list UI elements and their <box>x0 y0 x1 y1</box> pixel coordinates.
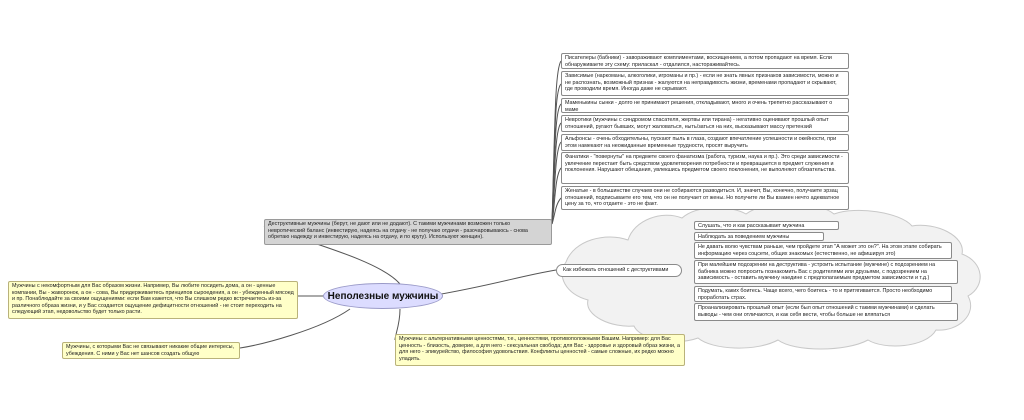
avoid-child-6-text: Проанализировать прошлый опыт (если был … <box>698 305 935 318</box>
destructive-child-5[interactable]: Альфонсы - очень обходительны, пускают п… <box>561 134 849 151</box>
discomfort-lifestyle-node[interactable]: Мужчины с некомфортным для Вас образом ж… <box>8 281 298 319</box>
avoid-child-4[interactable]: При малейшем подозрении на деструктива -… <box>694 260 958 284</box>
link-root-interests <box>239 308 351 349</box>
destructive-child-1-text: Писателеры (бабники) - завораживают комп… <box>565 55 832 68</box>
destructive-child-6-text: Фанатики - "повернуты" на предмете своег… <box>565 154 843 174</box>
avoid-child-3-text: Не давать волю чувствам раньше, чем прой… <box>698 244 942 257</box>
destructive-child-5-text: Альфонсы - очень обходительны, пускают п… <box>565 136 837 149</box>
destructive-child-3-text: Маменькины сынки - долго не принимают ре… <box>565 100 833 113</box>
destructive-men-node[interactable]: Деструктивные мужчины (берут, не дают ил… <box>264 219 552 245</box>
discomfort-lifestyle-text: Мужчины с некомфортным для Вас образом ж… <box>12 283 294 316</box>
central-topic-label: Неполезные мужчины <box>327 290 439 302</box>
avoid-child-4-text: При малейшем подозрении на деструктива -… <box>698 262 936 282</box>
avoid-child-5[interactable]: Подумать, каких боитесь. Чаще всего, чег… <box>694 286 952 302</box>
destructive-child-3[interactable]: Маменькины сынки - долго не принимают ре… <box>561 98 849 113</box>
link-hub-child-6 <box>551 167 562 225</box>
alternative-values-node[interactable]: Мужчины с альтернативными ценностями, т.… <box>395 334 685 366</box>
avoid-child-1[interactable]: Слушать, что и как рассказывает мужчина <box>694 221 839 230</box>
avoid-child-2-text: Наблюдать за поведением мужчины <box>698 234 790 240</box>
destructive-child-7-text: Женатые - в большинстве случаев они не с… <box>565 188 840 208</box>
destructive-child-2-text: Зависимые (наркоманы, алкоголики, игрома… <box>565 73 839 93</box>
alternative-values-text: Мужчины с альтернативными ценностями, т.… <box>399 336 681 362</box>
destructive-child-7[interactable]: Женатые - в большинстве случаев они не с… <box>561 186 849 210</box>
no-common-interests-node[interactable]: Мужчины, с которыми Вас не связывают ник… <box>62 342 240 359</box>
link-hub-child-7 <box>551 197 562 225</box>
avoid-child-2[interactable]: Наблюдать за поведением мужчины <box>694 232 824 241</box>
destructive-men-text: Деструктивные мужчины (берут, не дают ил… <box>268 221 528 241</box>
avoid-child-3[interactable]: Не давать волю чувствам раньше, чем прой… <box>694 242 952 259</box>
destructive-child-2[interactable]: Зависимые (наркоманы, алкоголики, игрома… <box>561 71 849 96</box>
no-common-interests-text: Мужчины, с которыми Вас не связывают ник… <box>66 344 235 358</box>
destructive-child-6[interactable]: Фанатики - "повернуты" на предмете своег… <box>561 152 849 184</box>
avoid-destructive-text: Как избежать отношений с деструктивами <box>563 267 669 273</box>
avoid-child-6[interactable]: Проанализировать прошлый опыт (если был … <box>694 303 958 321</box>
avoid-child-5-text: Подумать, каких боитесь. Чаще всего, чег… <box>698 288 933 301</box>
destructive-child-1[interactable]: Писателеры (бабники) - завораживают комп… <box>561 53 849 69</box>
avoid-destructive-node[interactable]: Как избежать отношений с деструктивами <box>556 264 682 277</box>
central-topic[interactable]: Неполезные мужчины <box>323 283 443 309</box>
destructive-child-4[interactable]: Невротики (мужчины с синдромом спасателя… <box>561 115 849 132</box>
avoid-child-1-text: Слушать, что и как рассказывает мужчина <box>698 223 805 229</box>
link-root-avoid <box>429 269 557 297</box>
destructive-child-4-text: Невротики (мужчины с синдромом спасателя… <box>565 117 829 130</box>
